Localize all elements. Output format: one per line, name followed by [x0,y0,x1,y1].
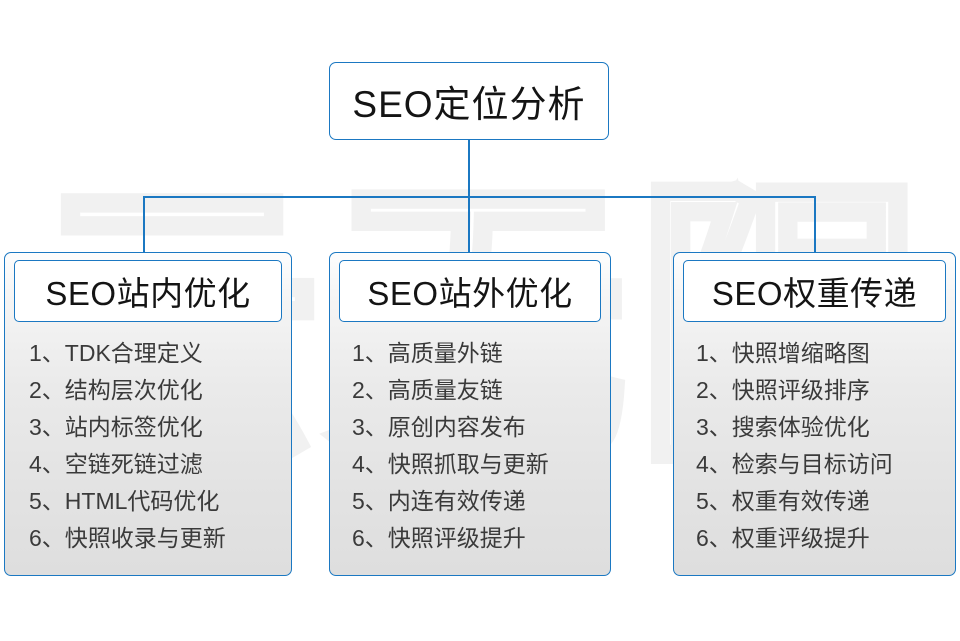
connector-horizontal-bus [143,196,816,198]
list-item: 1、高质量外链 [352,340,503,366]
column-header-2[interactable]: SEO权重传递 [683,260,946,322]
branch-column-seo-offsite[interactable]: SEO站外优化 1、高质量外链 2、高质量友链 3、原创内容发布 4、快照抓取与… [329,252,611,576]
column-title-1: SEO站外优化 [367,275,573,312]
column-header-0[interactable]: SEO站内优化 [14,260,282,322]
root-node[interactable]: SEO定位分析 [329,62,609,140]
list-item: 2、高质量友链 [352,377,503,403]
list-item: 4、空链死链过滤 [29,451,203,477]
column-header-1[interactable]: SEO站外优化 [339,260,601,322]
list-item: 5、权重有效传递 [696,488,870,514]
column-list-0: 1、TDK合理定义 2、结构层次优化 3、站内标签优化 4、空链死链过滤 5、H… [5,335,291,557]
column-title-2: SEO权重传递 [711,275,918,312]
column-title-0: SEO站内优化 [45,275,251,312]
connector-branch-left [143,196,145,254]
list-item: 4、快照抓取与更新 [352,451,549,477]
list-item: 2、快照评级排序 [696,377,870,403]
list-item: 5、内连有效传递 [352,488,526,514]
list-item: 6、权重评级提升 [696,525,870,551]
branch-column-seo-weight[interactable]: SEO权重传递 1、快照增缩略图 2、快照评级排序 3、搜索体验优化 4、检索与… [673,252,956,576]
list-item: 6、快照评级提升 [352,525,526,551]
list-item: 4、检索与目标访问 [696,451,893,477]
list-item: 1、TDK合理定义 [29,340,203,366]
root-node-title: SEO定位分析 [352,84,586,125]
list-item: 3、搜索体验优化 [696,414,870,440]
list-item: 5、HTML代码优化 [29,488,220,514]
column-list-1: 1、高质量外链 2、高质量友链 3、原创内容发布 4、快照抓取与更新 5、内连有… [330,335,610,557]
list-item: 3、原创内容发布 [352,414,526,440]
connector-branch-middle [468,196,470,254]
list-item: 2、结构层次优化 [29,377,203,403]
connector-root-stem [468,138,470,198]
connector-branch-right [814,196,816,254]
list-item: 6、快照收录与更新 [29,525,226,551]
column-list-2: 1、快照增缩略图 2、快照评级排序 3、搜索体验优化 4、检索与目标访问 5、权… [674,335,955,557]
branch-column-seo-onsite[interactable]: SEO站内优化 1、TDK合理定义 2、结构层次优化 3、站内标签优化 4、空链… [4,252,292,576]
list-item: 3、站内标签优化 [29,414,203,440]
list-item: 1、快照增缩略图 [696,340,870,366]
